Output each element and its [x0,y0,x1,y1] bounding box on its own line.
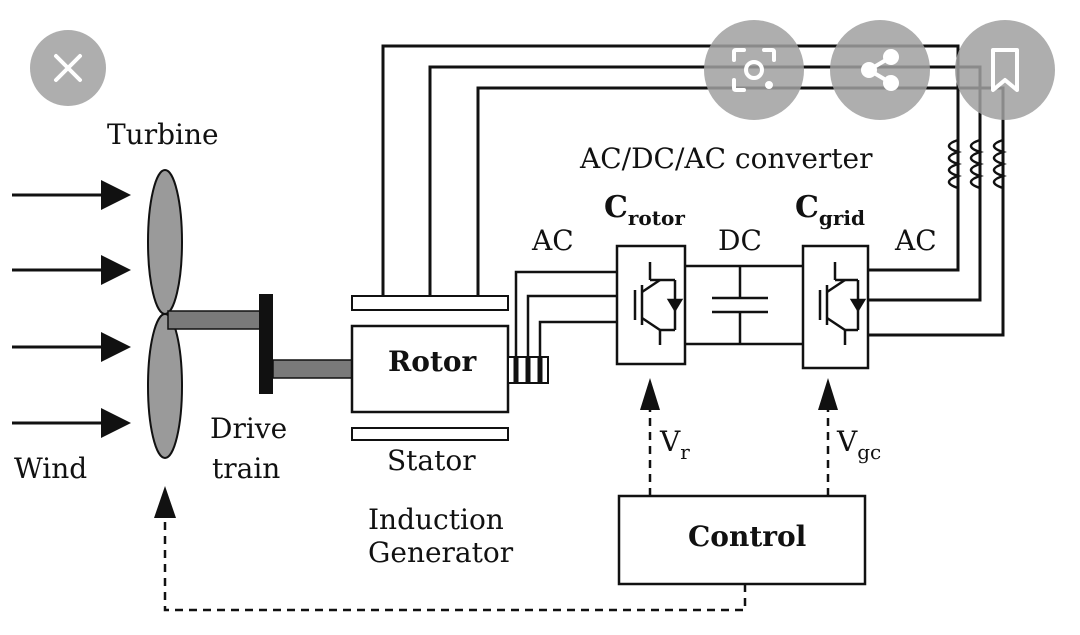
c-grid-sub: grid [818,206,865,230]
dc-link [685,264,803,346]
close-icon [50,50,86,86]
c-rotor-main: C [604,190,628,225]
stator-label: Stator [387,444,476,477]
drive-train-label-2: train [212,452,281,485]
lens-button[interactable] [704,20,804,120]
igbt-symbol-rotor [633,262,684,345]
rotor-label: Rotor [388,345,477,378]
wind-arrows [12,180,131,438]
stator-bottom-bar [351,427,509,441]
c-grid-main: C [795,190,819,225]
high-speed-shaft [272,359,356,379]
induction-label-1: Induction [368,503,504,536]
control-signals [163,395,830,612]
c-rotor-sub: rotor [627,206,685,230]
turbine-label: Turbine [107,118,219,151]
control-box [617,494,867,586]
drive-train-disc [259,294,273,394]
lens-icon [728,44,780,96]
low-speed-shaft [167,310,261,330]
v-r-label: Vr [660,425,690,464]
control-arrowheads [154,378,838,518]
transformer-coils [947,138,1007,190]
wind-label: Wind [14,452,88,485]
close-button[interactable] [30,30,106,106]
control-label: Control [688,520,807,553]
dc-label: DC [718,224,762,257]
c-rotor-label: Crotor [604,190,685,230]
induction-label-2: Generator [368,536,514,569]
rotor-ac-lines [514,270,617,357]
v-gc-sub: gc [857,440,882,464]
bookmark-button[interactable] [955,20,1055,120]
igbt-symbol-grid [818,262,867,345]
ac-left-label: AC [532,224,574,257]
v-r-main: V [660,425,681,458]
drive-train-label-1: Drive [210,412,288,445]
share-button[interactable] [830,20,930,120]
rotor-box [350,324,510,414]
c-grid-label: Cgrid [795,190,865,230]
v-gc-main: V [837,425,858,458]
stator-top-bar [351,295,509,311]
ac-right-label: AC [895,224,937,257]
share-icon [855,45,905,95]
v-r-sub: r [680,440,690,464]
bookmark-icon [983,46,1027,94]
v-gc-label: Vgc [837,425,881,464]
converter-label: AC/DC/AC converter [580,142,873,175]
slip-rings [507,356,549,384]
turbine-blades [147,169,183,459]
